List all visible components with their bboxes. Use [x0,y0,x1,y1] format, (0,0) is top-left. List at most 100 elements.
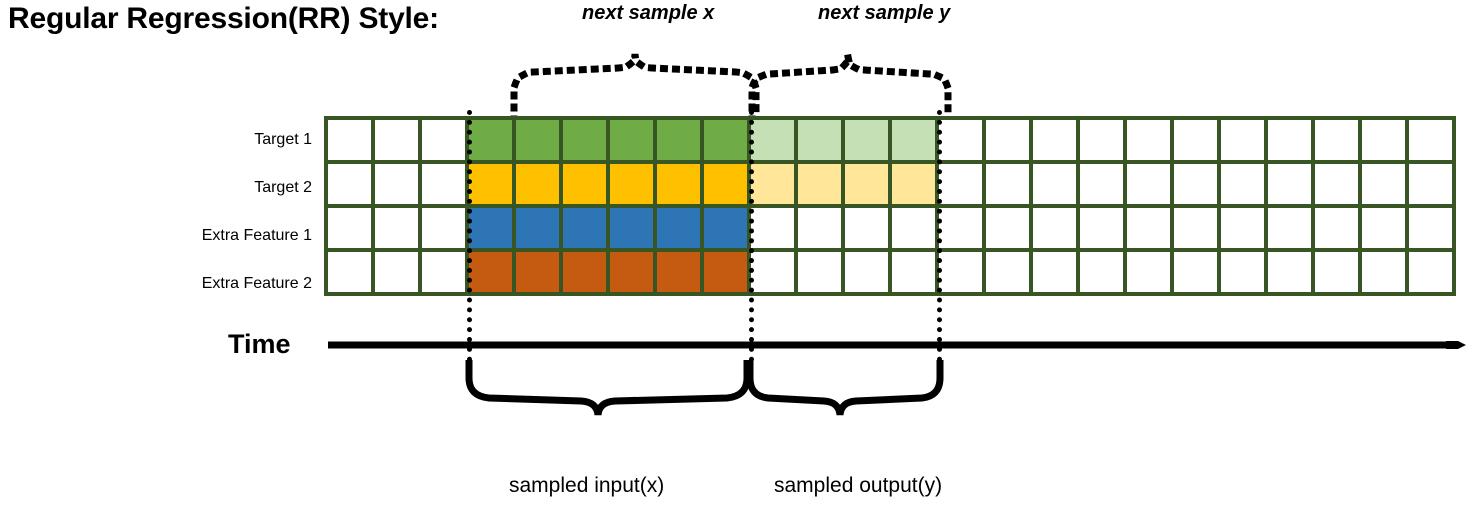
grid-cell [610,120,653,160]
row-label-extra-feature-1: Extra Feature 1 [201,227,312,244]
grid-cell [704,252,747,292]
next-sample-y-brace [748,55,952,122]
grid-cell [422,208,465,248]
grid-cell [1362,208,1405,248]
grid-cell [1127,208,1170,248]
grid-cell [1315,208,1358,248]
grid-cell [939,120,982,160]
grid-cell [375,208,418,248]
grid-cell [1033,252,1076,292]
grid-cell [469,120,512,160]
grid-cell [845,120,888,160]
grid-cell [657,208,700,248]
grid-cell [986,120,1029,160]
sampled-output-brace [746,360,944,416]
grid-cell [845,164,888,204]
grid-cell [610,208,653,248]
timeseries-grid [324,116,1456,296]
input-start-guide [467,110,472,362]
row-label-target-1: Target 1 [254,131,312,148]
grid-cell [657,164,700,204]
grid-cell [375,164,418,204]
grid-cell [1080,252,1123,292]
grid-cell [1174,120,1217,160]
grid-cell [939,208,982,248]
sampled-output-caption: sampled output(y) horizon=4 output_featu… [774,423,986,516]
grid-cell [986,252,1029,292]
grid-cell [1221,164,1264,204]
grid-cell [704,164,747,204]
next-sample-y-label: next sample y [818,2,951,24]
grid-cell [422,120,465,160]
grid-cell [375,252,418,292]
grid-cell [469,252,512,292]
grid-cell [1080,208,1123,248]
grid-cell [328,208,371,248]
grid-cell [563,120,606,160]
page-title: Regular Regression(RR) Style: [8,2,439,35]
grid-cell [563,164,606,204]
grid-cell [892,208,935,248]
grid-cell [751,208,794,248]
row-label-target-2: Target 2 [254,179,312,196]
grid-cell [892,164,935,204]
grid-cell [1409,164,1452,204]
row-label-extra-feature-2: Extra Feature 2 [201,275,312,292]
grid-cell [1127,164,1170,204]
time-axis-arrow [328,341,1466,349]
grid-cell [1315,120,1358,160]
grid-cell [1174,208,1217,248]
time-axis-label: Time [228,329,291,359]
grid-cell [704,120,747,160]
grid-cell [798,120,841,160]
grid-cell [422,252,465,292]
grid-cell [1080,164,1123,204]
grid-cell [516,164,559,204]
grid-cell [1409,252,1452,292]
grid-cell [610,164,653,204]
sampled-input-brace [465,360,751,416]
grid-cell [1409,208,1452,248]
grid-cell [798,252,841,292]
grid-cell [892,120,935,160]
sampled-input-caption-line-1: sampled input(x) [509,474,665,497]
grid-cell [657,252,700,292]
grid-cell [469,208,512,248]
grid-cell [1268,120,1311,160]
next-sample-x-brace [510,53,760,122]
grid-cell [516,252,559,292]
grid-cell [1033,208,1076,248]
grid-cell [1268,164,1311,204]
grid-cell [892,252,935,292]
grid-cell [986,208,1029,248]
grid-cell [986,164,1029,204]
grid-cell [657,120,700,160]
grid-cell [1315,252,1358,292]
grid-cell [375,120,418,160]
grid-cell [1080,120,1123,160]
sampled-input-caption: sampled input(x) lookback=6 input_featur… [509,423,708,516]
grid-cell [1362,120,1405,160]
grid-cell [1033,120,1076,160]
grid-cell [939,164,982,204]
grid-cell [516,208,559,248]
grid-cell [1127,252,1170,292]
output-end-guide [937,110,942,362]
grid-cell [1362,164,1405,204]
input-output-boundary-guide [749,110,754,362]
grid-cell [704,208,747,248]
next-sample-x-label: next sample x [582,2,715,24]
grid-cell [563,252,606,292]
grid-cell [328,252,371,292]
grid-cell [1221,120,1264,160]
grid-cell [1127,120,1170,160]
grid-cell [798,208,841,248]
grid-cell [1033,164,1076,204]
sampled-output-caption-line-1: sampled output(y) [774,474,943,497]
grid-cell [1221,252,1264,292]
grid-cell [1174,164,1217,204]
grid-cell [751,164,794,204]
grid-cell [516,120,559,160]
grid-cell [1268,252,1311,292]
